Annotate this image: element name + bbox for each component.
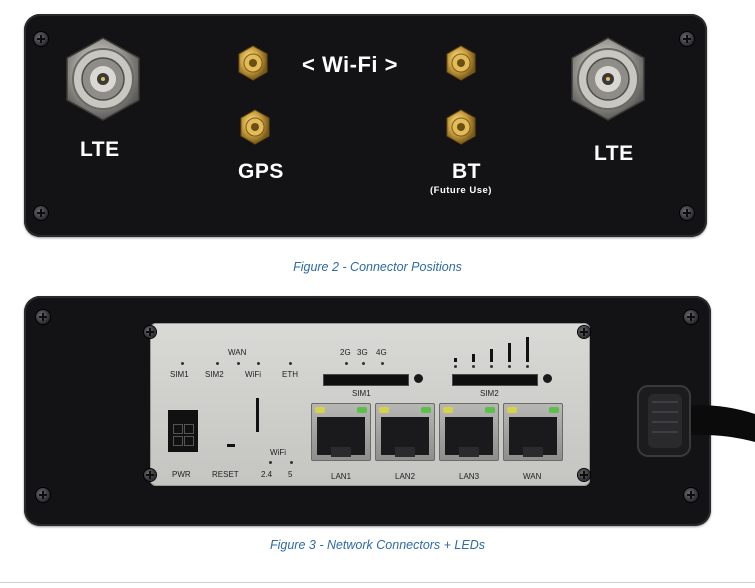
sim2-led-icon	[216, 362, 219, 365]
signal-led-2-icon	[472, 365, 475, 368]
wifi-band-label: WiFi	[270, 448, 286, 457]
wan-status-label: WAN	[228, 348, 247, 357]
gps-connector-icon	[240, 109, 270, 145]
screw-icon	[34, 206, 48, 220]
wan-port-label: WAN	[523, 472, 542, 481]
sim1-slot-label: SIM1	[352, 389, 371, 398]
screw-icon	[684, 488, 698, 502]
figure-2-caption: Figure 2 - Connector Positions	[293, 260, 462, 274]
wan-port[interactable]	[503, 403, 563, 461]
figure-3-caption: Figure 3 - Network Connectors + LEDs	[269, 538, 485, 552]
signal-led-5-icon	[526, 365, 529, 368]
wifi-24-label: 2.4	[261, 470, 273, 479]
screw-icon	[578, 326, 590, 338]
lan3-port[interactable]	[439, 403, 499, 461]
lte-right-label: LTE	[594, 142, 634, 165]
gps-label: GPS	[238, 160, 284, 183]
4g-led-icon	[381, 362, 384, 365]
screw-icon	[680, 32, 694, 46]
bottom-divider	[0, 582, 755, 583]
3g-label: 3G	[357, 348, 368, 357]
lan1-port[interactable]	[311, 403, 371, 461]
signal-strength-icon	[452, 332, 532, 362]
bt-connector-icon	[446, 109, 476, 145]
screw-icon	[34, 32, 48, 46]
sim1-eject-icon[interactable]	[414, 374, 423, 383]
wifi-5-label: 5	[288, 470, 293, 479]
wifi-24-led-icon	[269, 461, 272, 464]
lan2-port[interactable]	[375, 403, 435, 461]
bt-note-label: (Future Use)	[430, 185, 492, 196]
reset-label: RESET	[212, 470, 239, 479]
signal-led-4-icon	[508, 365, 511, 368]
sim2-slot[interactable]	[452, 374, 538, 386]
2g-label: 2G	[340, 348, 351, 357]
lan1-label: LAN1	[331, 472, 352, 481]
wifi-led-icon	[257, 362, 260, 365]
wifi-status-label: WiFi	[245, 370, 261, 379]
wifi-5-led-icon	[290, 461, 293, 464]
signal-led-3-icon	[490, 365, 493, 368]
screw-icon	[144, 326, 156, 338]
lan2-label: LAN2	[395, 472, 416, 481]
lte-connector-right-icon	[571, 37, 645, 121]
slot-divider	[256, 398, 259, 432]
bt-label: BT	[452, 160, 481, 183]
screw-icon	[680, 206, 694, 220]
screw-icon	[684, 310, 698, 324]
3g-led-icon	[362, 362, 365, 365]
sim1-led-icon	[181, 362, 184, 365]
eth-led-icon	[289, 362, 292, 365]
reset-button[interactable]	[227, 444, 235, 447]
screw-icon	[144, 469, 156, 481]
sim2-slot-label: SIM2	[480, 389, 499, 398]
wifi-connector-right-icon	[446, 45, 476, 81]
4g-label: 4G	[376, 348, 387, 357]
lan3-label: LAN3	[459, 472, 480, 481]
power-cable-icon	[637, 385, 755, 457]
pwr-label: PWR	[172, 470, 191, 479]
lte-connector-left-icon	[66, 37, 140, 121]
sim2-eject-icon[interactable]	[543, 374, 552, 383]
wan-led-icon	[237, 362, 240, 365]
sim1-status-label: SIM1	[170, 370, 189, 379]
screw-icon	[578, 469, 590, 481]
wifi-connector-left-icon	[238, 45, 268, 81]
sim1-slot[interactable]	[323, 374, 409, 386]
screw-icon	[36, 488, 50, 502]
eth-status-label: ETH	[282, 370, 298, 379]
power-connector[interactable]	[168, 410, 198, 452]
wifi-label: < Wi-Fi >	[302, 52, 398, 77]
screw-icon	[36, 310, 50, 324]
sim2-status-label: SIM2	[205, 370, 224, 379]
signal-led-1-icon	[454, 365, 457, 368]
lte-left-label: LTE	[80, 138, 120, 161]
2g-led-icon	[345, 362, 348, 365]
